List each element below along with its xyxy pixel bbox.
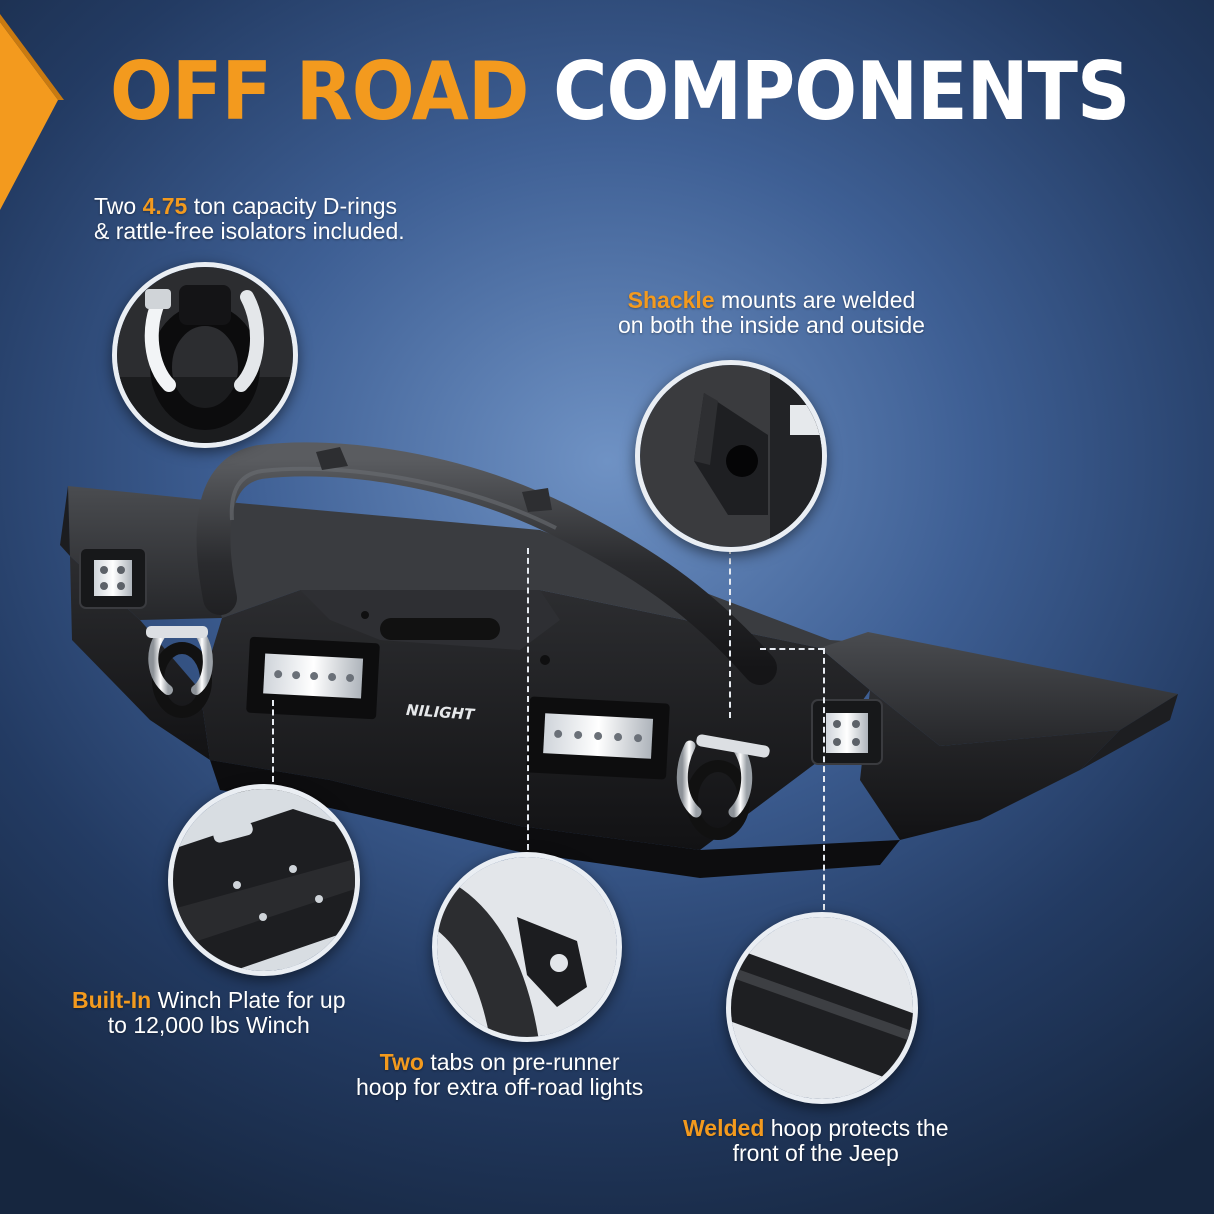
welded-line1: hoop protects the [764, 1115, 949, 1141]
shackle-mount-closeup [635, 360, 827, 552]
tabs-caption: Two tabs on pre-runner hoop for extra of… [356, 1050, 643, 1100]
winch-highlight: Built-In [72, 987, 152, 1013]
headline-highlight: OFF ROAD [110, 45, 529, 139]
shackle-line2: on both the inside and outside [618, 312, 925, 338]
d-rings-lead: Two [94, 193, 143, 219]
welded-hoop-closeup [726, 912, 918, 1104]
winch-plate-closeup [168, 784, 360, 976]
welded-highlight: Welded [683, 1115, 765, 1141]
leader-line-tabs [527, 548, 529, 850]
d-rings-line2: & rattle-free isolators included. [94, 218, 405, 244]
leader-line-welded [823, 648, 825, 910]
headline-rest: COMPONENTS [553, 45, 1130, 139]
hoop-tab-closeup [432, 852, 622, 1042]
shackle-highlight: Shackle [627, 287, 715, 313]
welded-line2: front of the Jeep [732, 1140, 899, 1166]
orange-corner-arrow-icon [0, 14, 64, 210]
winch-caption: Built-In Winch Plate for up to 12,000 lb… [72, 988, 346, 1038]
tabs-line1: tabs on pre-runner [423, 1049, 620, 1075]
d-rings-highlight: 4.75 [142, 193, 188, 219]
d-ring-closeup [112, 262, 298, 448]
winch-line1: Winch Plate for up [151, 987, 346, 1013]
d-rings-caption: Two 4.75 ton capacity D-rings & rattle-f… [94, 194, 405, 244]
leader-line-shackle [729, 548, 731, 718]
d-rings-line1: ton capacity D-rings [187, 193, 397, 219]
nilight-logo: NILIGHT [405, 701, 476, 724]
right-d-ring [676, 734, 770, 840]
tabs-highlight: Two [379, 1049, 424, 1075]
tabs-line2: hoop for extra off-road lights [356, 1074, 644, 1100]
leader-line-welded-h [760, 648, 824, 650]
left-d-ring [146, 626, 213, 718]
shackle-line1: mounts are welded [714, 287, 916, 313]
winch-line2: to 12,000 lbs Winch [107, 1012, 310, 1038]
headline: OFF ROAD COMPONENTS [110, 52, 1130, 132]
welded-caption: Welded hoop protects the front of the Je… [683, 1116, 949, 1166]
leader-line-winch [272, 700, 274, 782]
shackle-caption: Shackle mounts are welded on both the in… [618, 288, 925, 338]
